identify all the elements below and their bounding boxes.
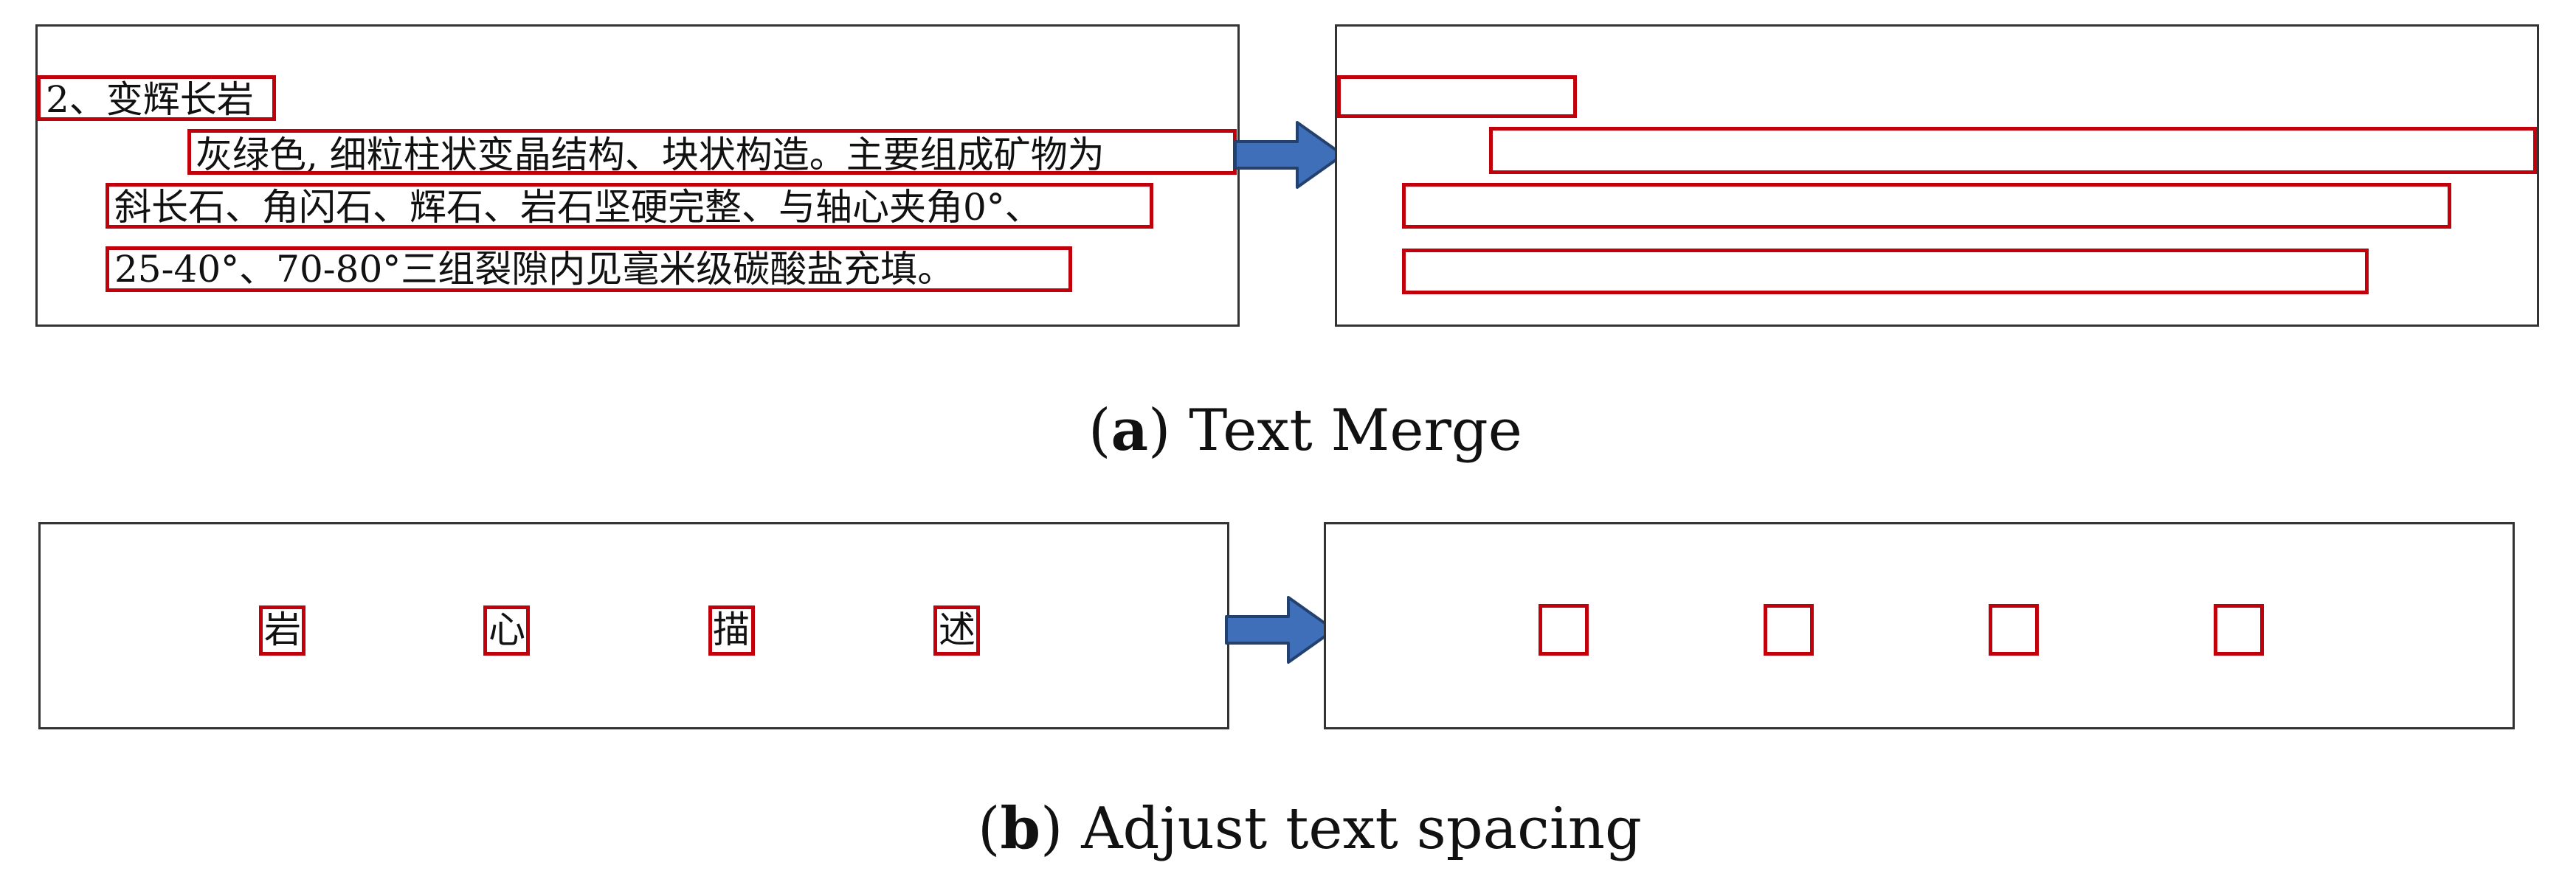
panel-b-result — [1324, 522, 2515, 729]
spaced-box-4 — [2214, 604, 2264, 656]
right-arrow-icon — [1225, 596, 1336, 664]
source-char-3-box — [708, 605, 755, 656]
source-line-2-box — [187, 129, 1237, 175]
source-char-1-box — [259, 605, 305, 656]
spaced-box-1 — [1539, 604, 1589, 656]
source-line-2: 灰绿色, 细粒柱状变晶结构、块状构造。主要组成矿物为 — [196, 133, 1105, 176]
panel-a-source — [35, 24, 1240, 327]
caption-a-label: a — [1111, 397, 1148, 464]
source-line-4: 25-40°、70-80°三组裂隙内见毫米级碳酸盐充填。 — [114, 248, 955, 291]
merged-box-1 — [1337, 75, 1577, 118]
caption-b-text: Adjust text spacing — [1081, 796, 1642, 862]
source-char-4: 述 — [939, 608, 976, 651]
caption-b-label: b — [1000, 795, 1040, 862]
panel-b-source — [38, 522, 1229, 729]
spaced-box-2 — [1764, 604, 1814, 656]
source-char-2: 心 — [488, 608, 525, 651]
merged-box-4 — [1402, 249, 2369, 294]
caption-a-text: Text Merge — [1189, 398, 1522, 464]
source-line-4-box — [106, 246, 1072, 292]
source-line-3: 斜长石、角闪石、辉石、岩石坚硬完整、与轴心夹角0°、 — [114, 186, 1042, 229]
merged-box-2 — [1489, 127, 2537, 174]
panel-a-result — [1335, 24, 2539, 327]
source-char-1: 岩 — [264, 608, 301, 651]
merged-box-3 — [1402, 183, 2451, 229]
source-line-3-box — [106, 183, 1153, 229]
right-arrow-icon — [1234, 121, 1344, 189]
caption-a: (a) Text Merge — [1088, 397, 1522, 464]
source-line-1-box — [37, 75, 276, 121]
source-char-2-box — [483, 605, 530, 656]
source-char-4-box — [933, 605, 980, 656]
spaced-box-3 — [1989, 604, 2039, 656]
source-char-3: 描 — [713, 608, 750, 651]
source-line-1: 2、变辉长岩 — [46, 78, 254, 121]
caption-b: (b) Adjust text spacing — [978, 795, 1642, 862]
